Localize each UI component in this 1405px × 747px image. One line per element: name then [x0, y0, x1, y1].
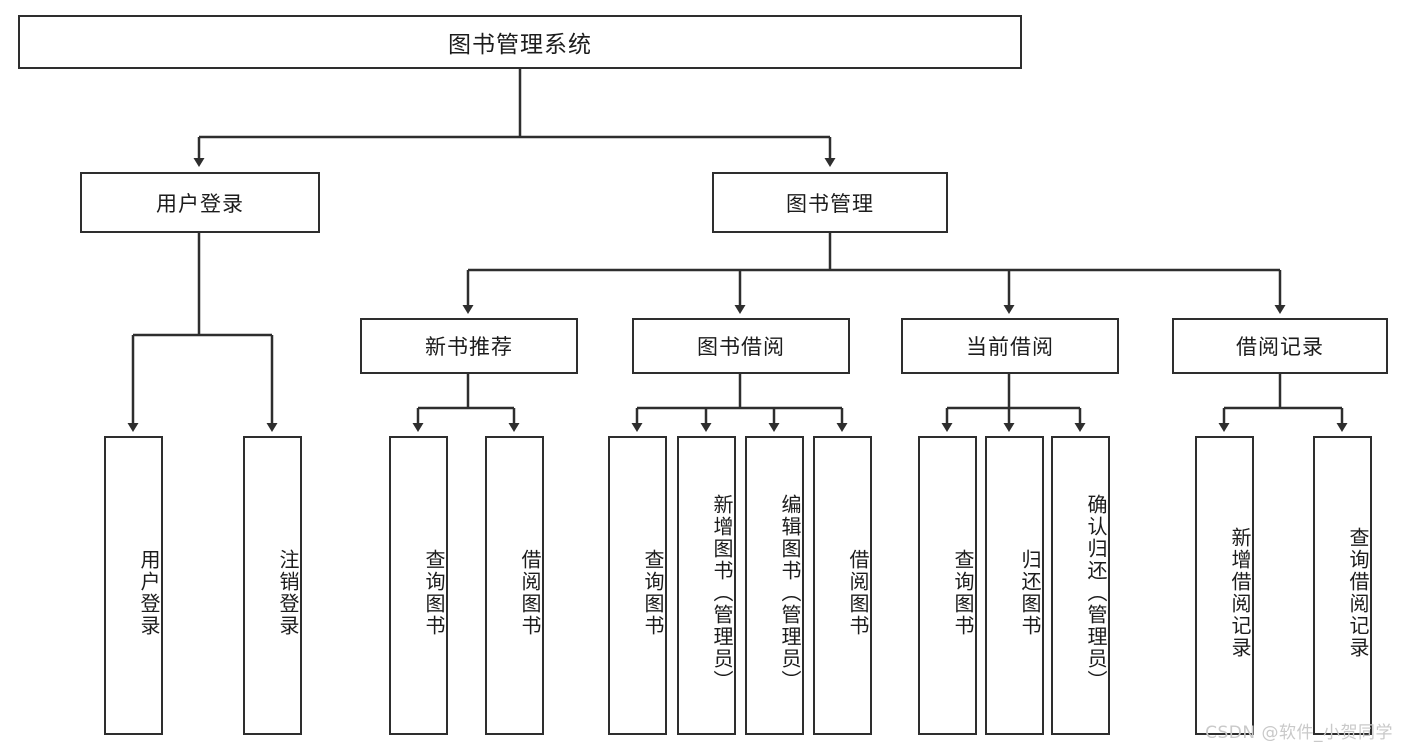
leaf-current-confirm-return-admin[interactable]: 确认归还（管理员）	[1051, 436, 1110, 735]
leaf-label: 查询图书	[951, 548, 975, 637]
leaf-label: 查询图书	[422, 548, 446, 637]
leaf-label: 新增图书（管理员）	[710, 493, 734, 692]
leaf-record-query-record[interactable]: 查询借阅记录	[1313, 436, 1372, 735]
leaf-label: 新增借阅记录	[1228, 526, 1252, 659]
leaf-label: 用户登录	[137, 548, 161, 637]
leaf-user-login-logout[interactable]: 注销登录	[243, 436, 302, 735]
node-new-book-recommend[interactable]: 新书推荐	[360, 318, 578, 374]
leaf-borrow-borrow-book[interactable]: 借阅图书	[813, 436, 872, 735]
leaf-label: 查询借阅记录	[1346, 526, 1370, 659]
leaf-label: 查询图书	[641, 548, 665, 637]
leaf-label: 借阅图书	[518, 548, 542, 637]
leaf-borrow-edit-book-admin[interactable]: 编辑图书（管理员）	[745, 436, 804, 735]
leaf-current-query-book[interactable]: 查询图书	[918, 436, 977, 735]
leaf-user-login-login[interactable]: 用户登录	[104, 436, 163, 735]
leaf-recommend-borrow-book[interactable]: 借阅图书	[485, 436, 544, 735]
node-current-borrow[interactable]: 当前借阅	[901, 318, 1119, 374]
node-book-management[interactable]: 图书管理	[712, 172, 948, 233]
leaf-label: 确认归还（管理员）	[1084, 493, 1108, 692]
leaf-label: 注销登录	[276, 548, 300, 637]
csdn-watermark: CSDN @软件_小贺同学	[1205, 723, 1393, 743]
node-book-borrow[interactable]: 图书借阅	[632, 318, 850, 374]
leaf-label: 借阅图书	[846, 548, 870, 637]
leaf-current-return-book[interactable]: 归还图书	[985, 436, 1044, 735]
leaf-recommend-query-book[interactable]: 查询图书	[389, 436, 448, 735]
leaf-label: 归还图书	[1018, 548, 1042, 637]
node-user-login[interactable]: 用户登录	[80, 172, 320, 233]
node-root-system[interactable]: 图书管理系统	[18, 15, 1022, 69]
leaf-record-add-record[interactable]: 新增借阅记录	[1195, 436, 1254, 735]
node-borrow-record[interactable]: 借阅记录	[1172, 318, 1388, 374]
leaf-borrow-add-book-admin[interactable]: 新增图书（管理员）	[677, 436, 736, 735]
leaf-borrow-query-book[interactable]: 查询图书	[608, 436, 667, 735]
leaf-label: 编辑图书（管理员）	[778, 493, 802, 692]
